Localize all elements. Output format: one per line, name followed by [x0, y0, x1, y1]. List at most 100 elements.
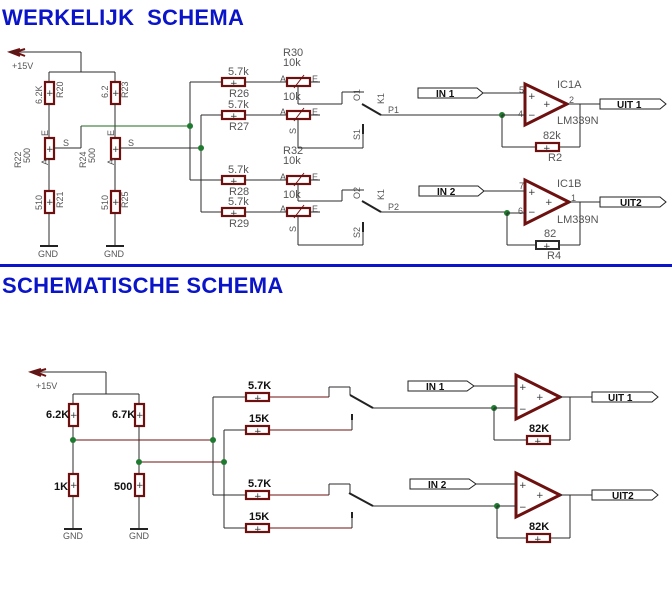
svg-text:500: 500: [87, 148, 97, 163]
svg-text:82K: 82K: [529, 521, 549, 533]
svg-text:IN 2: IN 2: [428, 480, 447, 491]
svg-text:+: +: [528, 92, 536, 102]
svg-text:+: +: [254, 394, 262, 404]
svg-text:6.2K: 6.2K: [46, 409, 69, 421]
title-schematische-schema: SCHEMATISCHE SCHEMA: [2, 273, 284, 298]
svg-text:R21: R21: [55, 191, 65, 208]
resistor-6-2k: + 6.2K: [46, 402, 80, 428]
output-port-uit2: UIT2: [591, 489, 659, 502]
svg-text:LM339N: LM339N: [557, 214, 599, 226]
svg-text:510: 510: [100, 195, 110, 210]
svg-text:2: 2: [569, 95, 574, 105]
svg-text:S: S: [288, 226, 298, 232]
svg-text:A: A: [280, 204, 286, 214]
svg-text:6.2: 6.2: [100, 85, 110, 98]
svg-text:+: +: [528, 188, 536, 198]
ground-symbol: GND: [104, 245, 125, 259]
svg-text:E: E: [312, 107, 318, 117]
ground-symbol: GND: [63, 528, 84, 541]
resistor-r29: + 5.7k R29: [220, 196, 249, 230]
svg-text:82K: 82K: [529, 423, 549, 435]
potentiometer-r24: + R24 500 A E S: [78, 130, 134, 168]
svg-text:R23: R23: [120, 81, 130, 98]
svg-text:A: A: [106, 159, 116, 165]
svg-text:IN 2: IN 2: [437, 187, 456, 198]
svg-text:+: +: [46, 198, 54, 208]
svg-text:1: 1: [571, 193, 576, 203]
potentiometer-r22: + R22 500 A E S: [13, 130, 69, 168]
potentiometer-r31: 10k A E S: [280, 91, 318, 134]
svg-text:+: +: [230, 112, 238, 122]
opamp-ic1a: + − + 5 4 2 IC1A LM339N: [518, 79, 599, 128]
svg-text:O1: O1: [352, 89, 362, 101]
junction-dot: [221, 459, 227, 465]
svg-text:+: +: [70, 411, 78, 421]
svg-text:+: +: [230, 177, 238, 187]
svg-text:+15V: +15V: [36, 381, 57, 391]
resistor-r4: + 82 R4: [535, 228, 561, 262]
svg-text:R22: R22: [13, 151, 23, 168]
svg-text:R4: R4: [547, 250, 561, 262]
svg-text:LM339N: LM339N: [557, 115, 599, 127]
input-port-in2: IN 2: [409, 478, 477, 491]
svg-text:5: 5: [519, 85, 524, 95]
resistor-r20: + 6.2K R20: [34, 80, 65, 106]
svg-text:GND: GND: [38, 249, 59, 259]
resistor-82k-a: + 82K: [525, 423, 552, 447]
svg-text:IN 1: IN 1: [436, 89, 455, 100]
svg-text:+: +: [543, 144, 551, 154]
resistor-r2: + 82k R2: [534, 130, 562, 164]
svg-text:−: −: [528, 111, 536, 121]
svg-text:+: +: [519, 383, 527, 393]
svg-text:R29: R29: [229, 218, 249, 230]
resistor-r28: + 5.7k R28: [220, 164, 249, 198]
svg-text:82: 82: [544, 228, 556, 240]
relay-k1-b: O2 K1 P2 S2: [352, 187, 399, 238]
svg-text:+: +: [112, 145, 120, 155]
svg-text:S1: S1: [352, 129, 362, 140]
resistor-r27: + 5.7k R27: [220, 99, 249, 133]
svg-text:+: +: [136, 411, 144, 421]
svg-text:UIT 1: UIT 1: [617, 100, 642, 111]
output-port-uit1: UIT 1: [591, 391, 659, 404]
svg-text:+: +: [112, 89, 120, 99]
svg-text:E: E: [106, 130, 116, 136]
resistor-500: + 500: [114, 472, 146, 498]
svg-text:510: 510: [34, 195, 44, 210]
svg-text:A: A: [40, 159, 50, 165]
svg-text:A: A: [280, 107, 286, 117]
svg-text:500: 500: [114, 481, 132, 493]
svg-text:E: E: [312, 204, 318, 214]
svg-text:R20: R20: [55, 81, 65, 98]
junction-dot: [70, 437, 76, 443]
svg-text:S2: S2: [352, 227, 362, 238]
resistor-r23: + 6.2 R23: [100, 80, 130, 106]
bottom-schematic: +15V + 6.2K + 6.7K + 1K + 500: [27, 368, 659, 545]
resistor-r26: + 5.7k R26: [220, 66, 249, 100]
svg-text:+: +: [536, 491, 544, 501]
svg-text:5.7K: 5.7K: [248, 478, 271, 490]
svg-text:1K: 1K: [54, 481, 68, 493]
svg-text:+: +: [543, 242, 551, 252]
input-port-in1: IN 1: [417, 87, 484, 100]
svg-text:R25: R25: [120, 191, 130, 208]
svg-text:+: +: [46, 89, 54, 99]
svg-text:R2: R2: [548, 152, 562, 164]
output-port-uit2: UIT2: [599, 196, 667, 209]
resistor-r21: + 510 R21: [34, 189, 65, 215]
svg-text:5.7K: 5.7K: [248, 380, 271, 392]
relay-k1-a: O1 K1 P1 S1: [352, 89, 399, 140]
svg-text:7: 7: [519, 181, 524, 191]
svg-text:GND: GND: [63, 531, 84, 541]
resistor-82k-b: + 82K: [525, 521, 552, 545]
svg-text:K1: K1: [376, 93, 386, 104]
svg-text:−: −: [519, 503, 527, 513]
junction-dot: [136, 459, 142, 465]
svg-text:+: +: [254, 525, 262, 535]
svg-text:+: +: [112, 198, 120, 208]
svg-text:−: −: [528, 208, 536, 218]
svg-text:S: S: [288, 128, 298, 134]
switch-1: [349, 394, 374, 420]
resistor-1k: + 1K: [54, 472, 80, 498]
